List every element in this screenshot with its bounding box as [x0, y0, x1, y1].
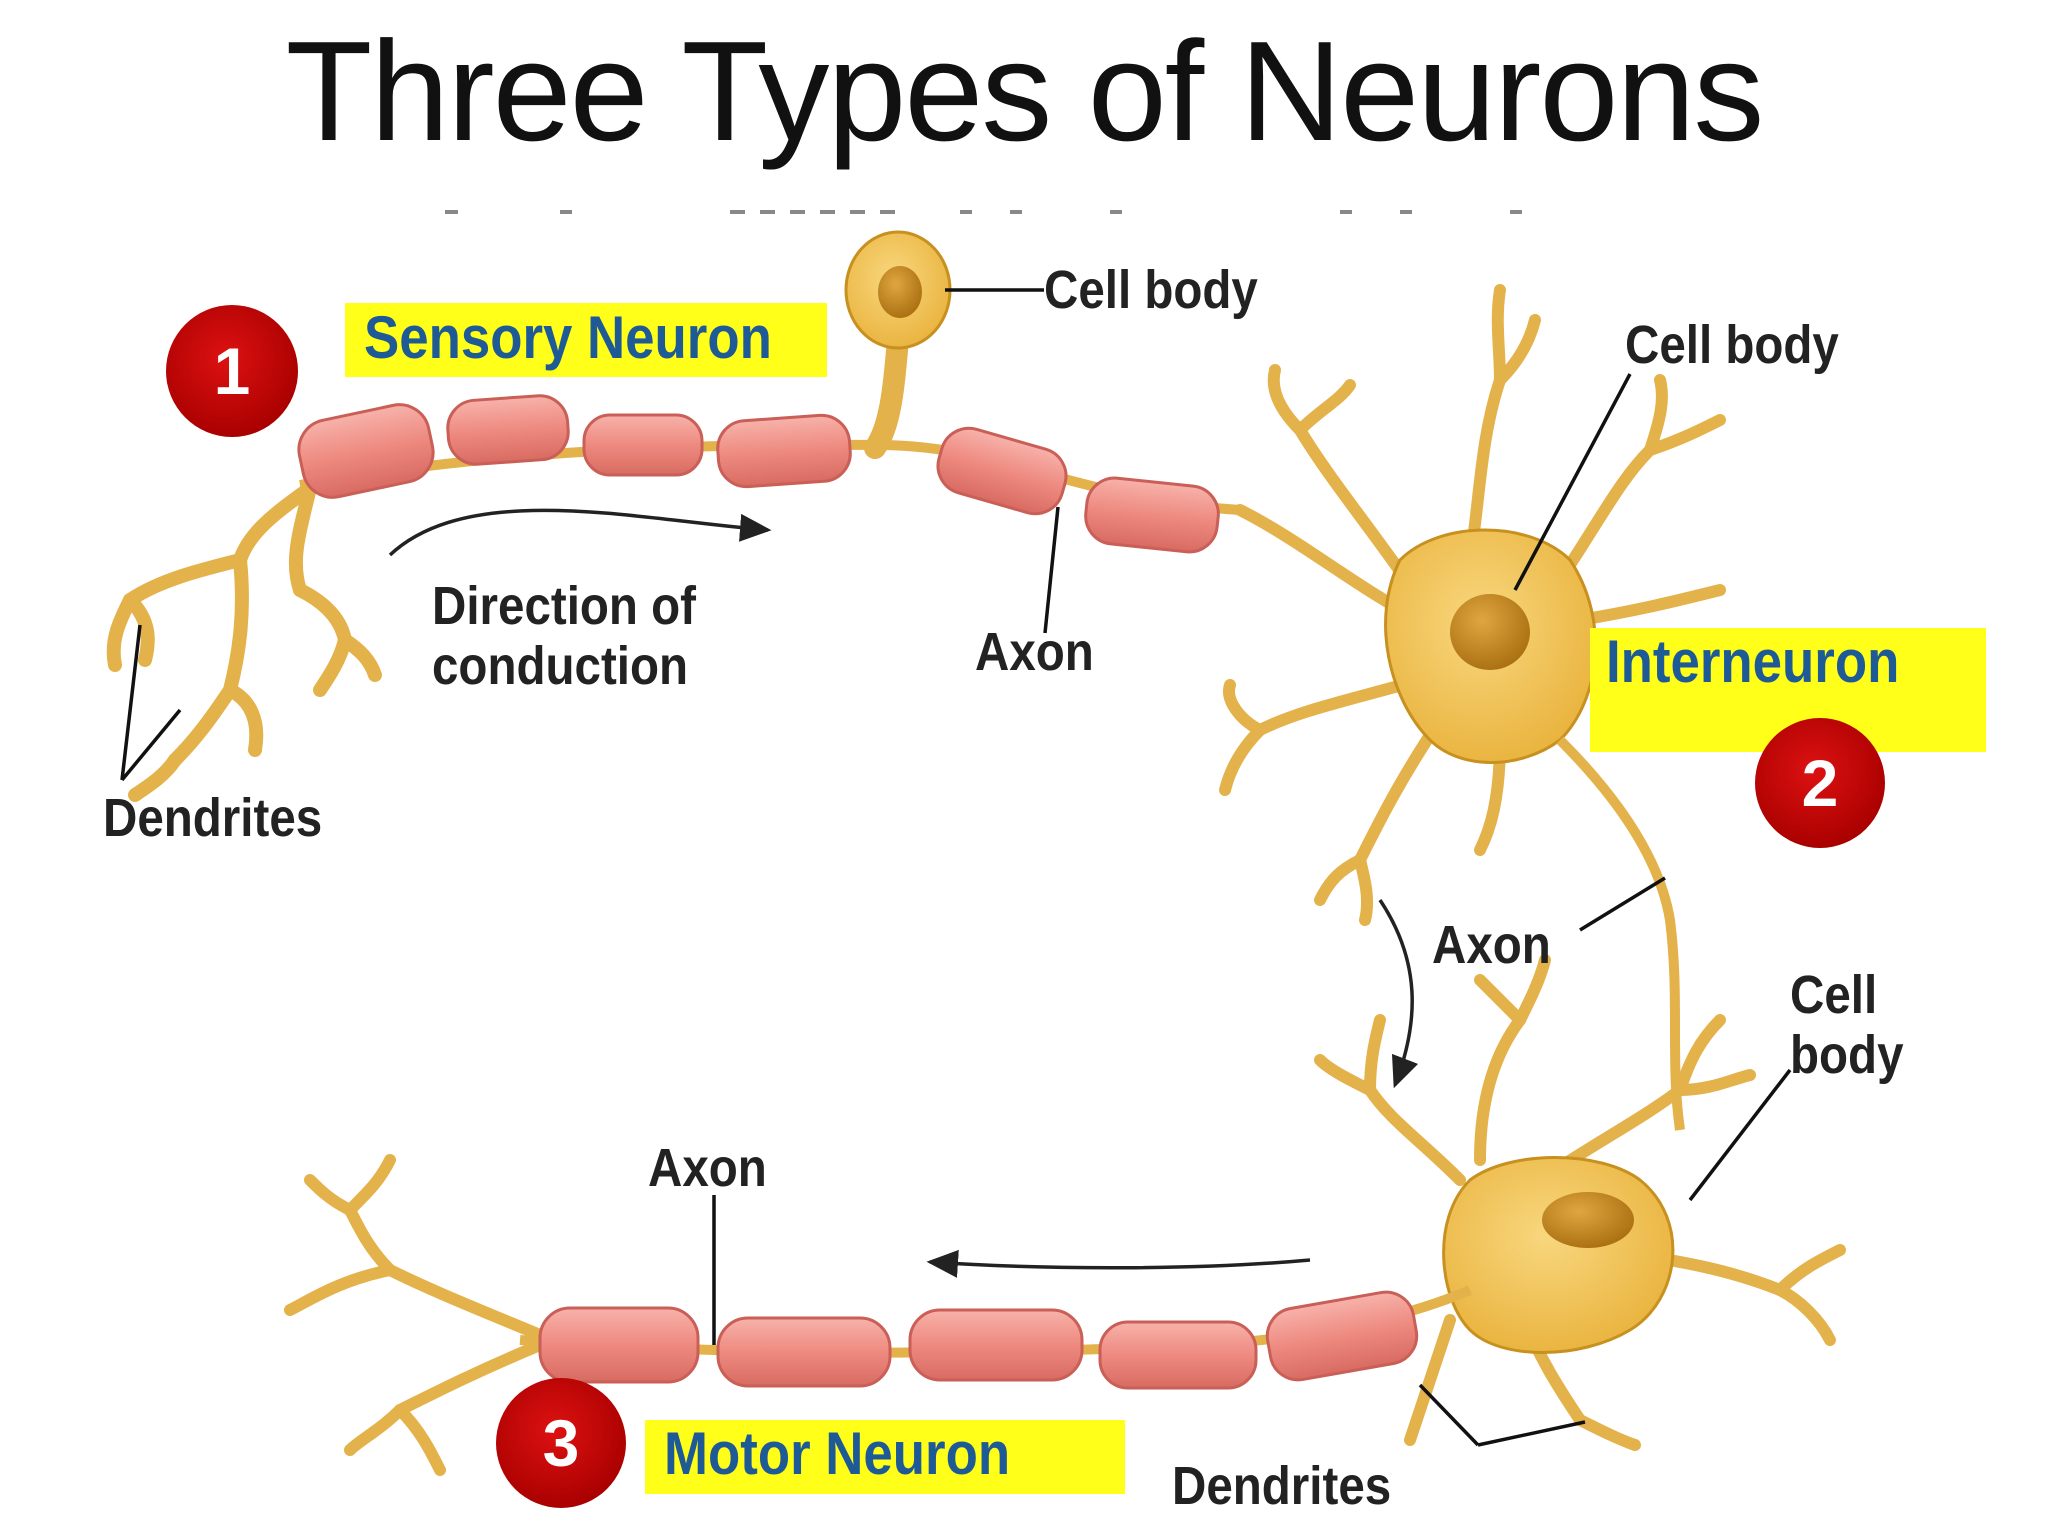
conduction-arrow-right — [1378, 899, 1419, 1089]
conduction-arrow-top — [388, 508, 772, 557]
direction-label-line-2: conduction — [432, 636, 689, 696]
motor-myelin — [538, 1290, 1419, 1390]
sensory-dendrites — [106, 481, 382, 802]
motor-neuron-label: Motor Neuron — [664, 1420, 1011, 1487]
neuron-number-1: 1 — [166, 305, 298, 437]
motor-cell-body-label-line-2: body — [1790, 1025, 1904, 1085]
motor-cell-body-label-line-1: Cell — [1790, 965, 1878, 1025]
motor-axon-terminals — [284, 1154, 546, 1476]
diagram-title: Three Types of Neurons — [285, 12, 1765, 171]
interneuron-nucleus — [1450, 594, 1530, 670]
motor-nucleus — [1542, 1192, 1634, 1248]
neuron-number-2: 2 — [1755, 718, 1885, 848]
sensory-myelin — [297, 394, 1220, 554]
interneuron — [1219, 284, 1726, 1131]
motor-axon-label: Axon — [648, 1138, 767, 1198]
interneuron-cell-body-label: Cell body — [1625, 315, 1839, 375]
leader-lines — [120, 288, 1792, 1447]
neuron-number-3: 3 — [496, 1378, 626, 1508]
interneuron-axon-label: Axon — [1432, 915, 1551, 975]
sensory-cell-body-label: Cell body — [1044, 260, 1258, 320]
sensory-nucleus — [878, 266, 922, 318]
sensory-neuron — [106, 230, 1241, 802]
interneuron-label: Interneuron — [1606, 628, 1900, 695]
direction-label-line-1: Direction of — [432, 576, 697, 636]
sensory-axon-label: Axon — [975, 622, 1094, 682]
interneuron-axon — [1556, 736, 1685, 1131]
conduction-arrow-bottom — [926, 1249, 1311, 1278]
interneuron-dendrites — [1219, 284, 1726, 926]
motor-cell-body — [1442, 1156, 1675, 1354]
sensory-neuron-label: Sensory Neuron — [364, 304, 772, 371]
motor-dendrites-label: Dendrites — [1172, 1456, 1392, 1516]
sensory-neuron-highlight — [345, 303, 827, 377]
sensory-dendrites-label: Dendrites — [103, 788, 323, 848]
motor-neuron — [284, 954, 1846, 1476]
motor-neuron-highlight — [645, 1420, 1125, 1494]
